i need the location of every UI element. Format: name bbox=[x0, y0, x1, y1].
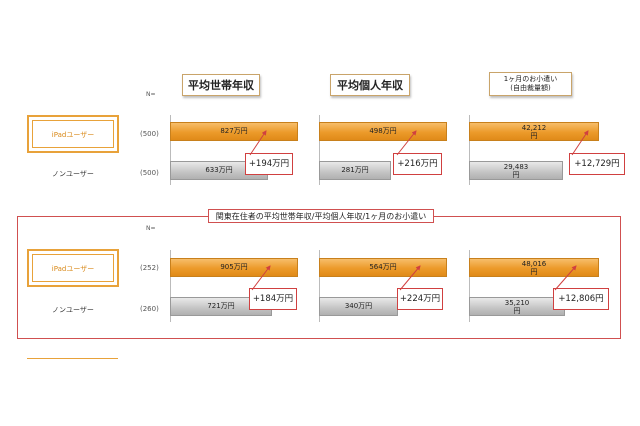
axis-personal-top bbox=[319, 115, 320, 185]
arrow-household-bottom bbox=[251, 265, 271, 291]
arrow-allowance-top bbox=[571, 130, 589, 156]
bar-ipad-allowance-top-unit: 円 bbox=[530, 132, 538, 140]
non-n-bottom: (260) bbox=[140, 305, 159, 313]
arrow-personal-bottom bbox=[399, 265, 421, 291]
bar-non-personal-top: 281万円 bbox=[319, 161, 391, 180]
header-personal-income: 平均個人年収 bbox=[330, 74, 410, 96]
arrow-allowance-bottom bbox=[554, 265, 577, 291]
diff-personal-top: +216万円 bbox=[393, 153, 442, 175]
diff-household-top: +194万円 bbox=[245, 153, 293, 175]
footer-accent-line bbox=[27, 358, 118, 359]
bar-ipad-personal-top: 498万円 bbox=[319, 122, 447, 141]
diff-allowance-bottom: +12,806円 bbox=[553, 288, 609, 310]
ipad-label-frame bbox=[32, 254, 114, 282]
header-household-income: 平均世帯年収 bbox=[182, 74, 260, 96]
ipad-user-label-bottom: iPadユーザー bbox=[27, 249, 119, 287]
axis-household-top bbox=[170, 115, 171, 185]
ipad-user-label-top: iPadユーザー bbox=[27, 115, 119, 153]
bar-ipad-allowance-top-value: 42,212 bbox=[521, 124, 547, 132]
ipad-n-bottom: (252) bbox=[140, 264, 159, 272]
header-allowance-line1: 1ヶ月のお小遣い bbox=[503, 75, 558, 83]
header-monthly-allowance: 1ヶ月のお小遣い (自由裁量額) bbox=[489, 72, 572, 96]
ipad-user-text: iPadユーザー bbox=[51, 131, 95, 139]
ipad-user-text: iPadユーザー bbox=[51, 265, 95, 273]
non-n-top: (500) bbox=[140, 169, 159, 177]
bar-non-household-bottom: 721万円 bbox=[170, 297, 272, 316]
bar-ipad-household-top: 827万円 bbox=[170, 122, 298, 141]
bar-non-allowance-top-unit: 円 bbox=[512, 171, 520, 179]
arrow-personal-top bbox=[396, 130, 417, 156]
non-user-label-bottom: ノンユーザー bbox=[52, 306, 94, 314]
non-user-label-top: ノンユーザー bbox=[52, 170, 94, 178]
ipad-label-frame bbox=[32, 120, 114, 148]
bar-non-allowance-top-value: 29,483 bbox=[503, 163, 529, 171]
axis-personal-bottom bbox=[319, 250, 320, 322]
bar-ipad-allowance-bottom-unit: 円 bbox=[530, 268, 538, 276]
bar-non-allowance-bottom-value: 35,210 bbox=[504, 299, 530, 307]
bar-ipad-allowance-top: 42,212 円 bbox=[469, 122, 599, 141]
bar-ipad-allowance-bottom-value: 48,016 bbox=[521, 260, 547, 268]
header-allowance-line2: (自由裁量額) bbox=[510, 84, 551, 92]
bar-non-allowance-bottom-unit: 円 bbox=[513, 307, 521, 315]
diff-household-bottom: +184万円 bbox=[249, 288, 297, 310]
ipad-n-top: (500) bbox=[140, 130, 159, 138]
bar-ipad-allowance-bottom: 48,016 円 bbox=[469, 258, 599, 277]
arrow-household-top bbox=[249, 130, 267, 156]
axis-allowance-bottom bbox=[469, 250, 470, 322]
axis-household-bottom bbox=[170, 250, 171, 322]
n-label-bottom: N= bbox=[146, 225, 156, 232]
bar-non-allowance-top: 29,483 円 bbox=[469, 161, 563, 180]
n-label-top: N= bbox=[146, 91, 156, 98]
axis-allowance-top bbox=[469, 115, 470, 185]
bar-ipad-household-bottom: 905万円 bbox=[170, 258, 298, 277]
diff-allowance-top: +12,729円 bbox=[569, 153, 625, 175]
bar-non-household-top: 633万円 bbox=[170, 161, 268, 180]
kanto-section-title: 関東在住者の平均世帯年収/平均個人年収/1ヶ月のお小遣い bbox=[208, 209, 434, 223]
diff-personal-bottom: +224万円 bbox=[397, 288, 443, 310]
